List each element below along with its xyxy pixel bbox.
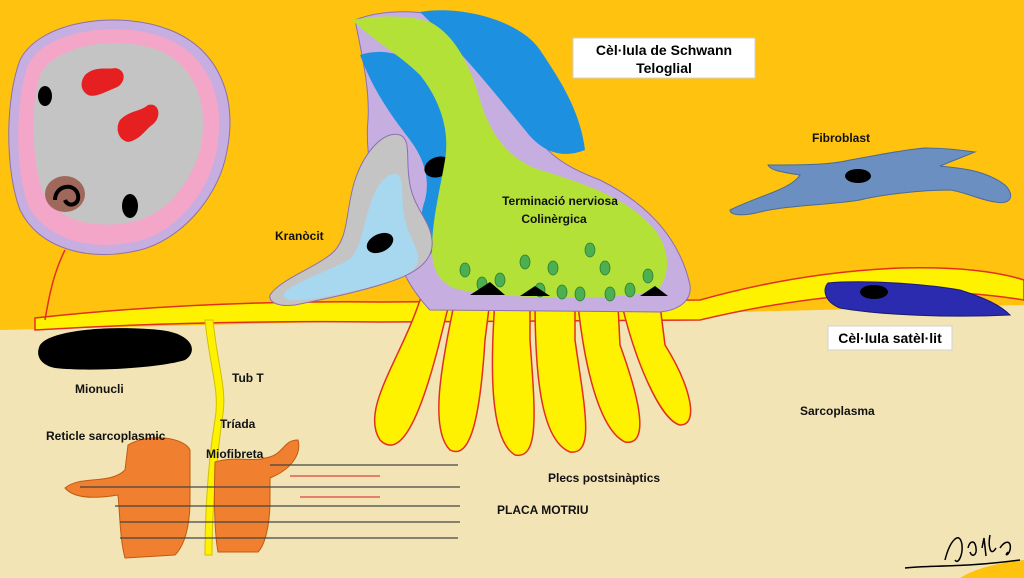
kranocyte — [283, 174, 419, 300]
myonucleus-label: Mionucli — [75, 382, 124, 396]
postsynaptic-folds-label: Plecs postsinàptics — [548, 471, 660, 485]
pericyte-chromatin — [53, 184, 81, 207]
myonucleus — [38, 328, 192, 370]
fold — [373, 299, 451, 446]
vesicle — [547, 260, 559, 276]
active-zone — [470, 282, 505, 295]
active-zone — [640, 286, 668, 296]
capillary-stalk — [44, 249, 66, 321]
schwann-cell-blue-right — [420, 10, 585, 154]
vesicle — [556, 284, 568, 300]
active-zones — [470, 282, 668, 296]
vesicle — [494, 272, 506, 288]
vesicle — [624, 282, 636, 298]
fold — [438, 299, 491, 453]
vesicle — [584, 242, 596, 258]
fold — [621, 304, 692, 426]
fibroblast — [729, 147, 1012, 216]
reticulum-right — [213, 439, 300, 553]
fibroblast-label: Fibroblast — [812, 131, 870, 145]
nerve-terminal — [352, 16, 668, 298]
nerve-terminal-label-1: Terminació nerviosa — [502, 194, 618, 208]
sarcolemma — [34, 267, 1024, 331]
vesicle — [604, 286, 616, 302]
triad-label: Tríada — [220, 417, 256, 431]
fold — [534, 299, 587, 453]
vesicle — [642, 268, 654, 284]
satellite-nucleus — [860, 285, 888, 299]
signature — [904, 534, 1021, 569]
nerve-terminal-label-2: Colinèrgica — [521, 212, 587, 226]
capillary — [8, 19, 231, 321]
fold — [491, 299, 535, 456]
myofibril-label: Miofibreta — [206, 447, 264, 461]
fold — [577, 304, 641, 443]
motor-plate-label: PLACA MOTRIU — [497, 503, 589, 517]
kranocyte-label: Kranòcit — [275, 229, 324, 243]
erythrocyte — [117, 104, 159, 142]
vesicle — [599, 260, 611, 276]
schwann-label-line2: Teloglial — [636, 60, 692, 76]
postsynaptic-folds — [373, 299, 692, 456]
kranocyte-nucleus — [366, 232, 394, 254]
active-zone — [520, 286, 550, 296]
endothelial-nucleus — [38, 86, 52, 106]
sarcoplasm-label: Sarcoplasma — [800, 404, 875, 418]
vesicle — [459, 262, 471, 278]
endothelial-nucleus — [122, 194, 138, 218]
vesicle — [574, 286, 586, 302]
t-tubule — [204, 319, 225, 556]
satellite-label-box — [827, 325, 953, 351]
synaptic-vesicles — [459, 242, 654, 302]
vesicle — [519, 254, 531, 270]
schwann-label-line1: Cèl·lula de Schwann — [596, 42, 732, 58]
fibroblast-nucleus — [845, 169, 871, 183]
satellite-label: Cèl·lula satèl·lit — [838, 330, 942, 346]
erythrocyte — [81, 68, 124, 96]
schwann-label-box — [572, 37, 756, 79]
t-tubule-label: Tub T — [232, 371, 264, 385]
reticulum-label: Reticle sarcoplasmic — [46, 429, 166, 443]
myofibril — [80, 464, 460, 539]
